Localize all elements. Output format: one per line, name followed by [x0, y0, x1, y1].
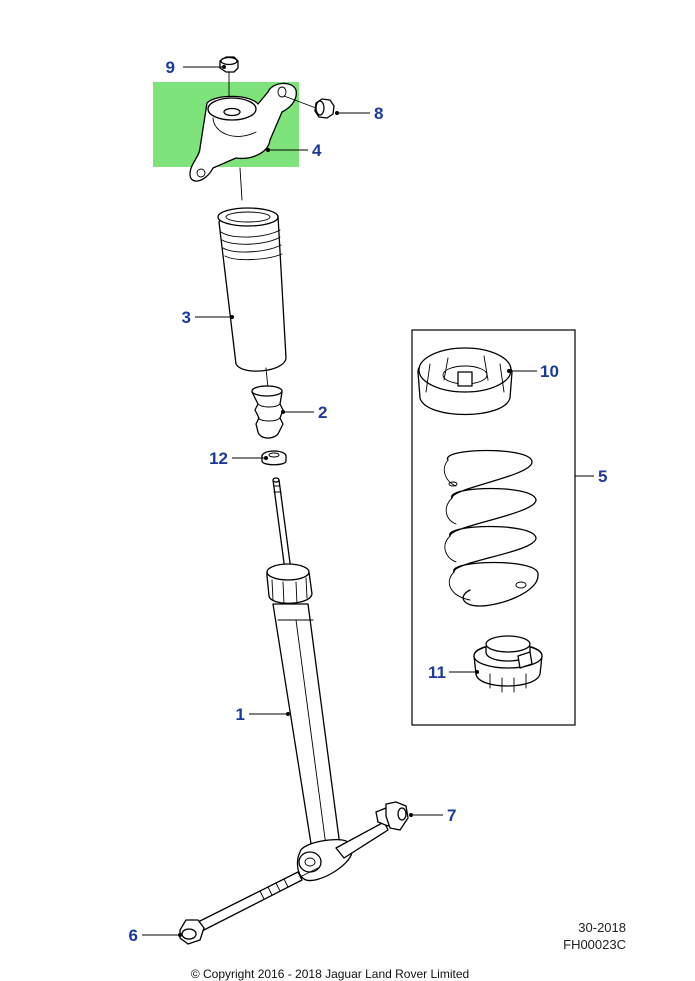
callout-labels: 9 8 4 3 2 12 1 7 6 10 5 11	[129, 58, 608, 945]
date-code: 30-2018	[578, 920, 626, 935]
upper-spring-seat-part-10[interactable]	[417, 347, 513, 416]
callout-2[interactable]: 2	[318, 403, 327, 422]
callout-8[interactable]: 8	[374, 104, 383, 123]
callout-6[interactable]: 6	[129, 926, 138, 945]
nut-part-7[interactable]	[375, 801, 409, 831]
lower-spring-seat-part-11[interactable]	[473, 635, 543, 693]
shock-absorber-part-1[interactable]	[266, 477, 389, 882]
bump-stop-part-2[interactable]	[251, 385, 284, 439]
upper-mount-bracket-part-4[interactable]	[189, 82, 297, 201]
callout-10[interactable]: 10	[540, 362, 559, 381]
dust-boot-part-3[interactable]	[217, 207, 287, 389]
leader-lines	[142, 65, 594, 937]
callout-9[interactable]: 9	[166, 58, 175, 77]
callout-4[interactable]: 4	[312, 141, 322, 160]
callout-3[interactable]: 3	[182, 308, 191, 327]
callout-12[interactable]: 12	[209, 449, 228, 468]
spring-assembly-frame	[411, 329, 576, 726]
illustration-code: FH00023C	[563, 937, 626, 952]
coil-spring[interactable]	[443, 449, 539, 607]
callout-5[interactable]: 5	[598, 467, 607, 486]
nut-part-8[interactable]	[283, 95, 335, 119]
callout-11[interactable]: 11	[428, 663, 446, 682]
bolt-part-6[interactable]	[179, 867, 319, 945]
callout-1[interactable]: 1	[236, 705, 245, 724]
washer-part-12[interactable]	[261, 450, 287, 466]
copyright-notice: © Copyright 2016 - 2018 Jaguar Land Rove…	[190, 967, 470, 981]
callout-7[interactable]: 7	[447, 806, 456, 825]
